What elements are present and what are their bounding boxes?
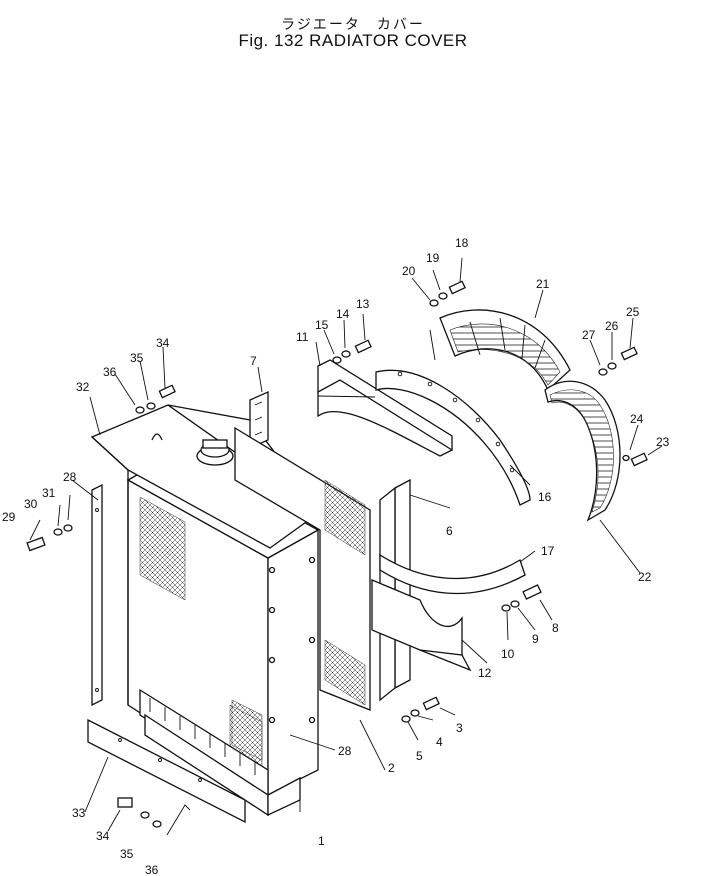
fan-guard-lower [544, 380, 621, 522]
mesh-screen [231, 426, 371, 761]
label-20: 20 [402, 264, 416, 278]
label-4: 4 [436, 735, 443, 749]
label-28-bottom: 28 [338, 744, 352, 758]
label-28-left: 28 [63, 470, 77, 484]
bottom-bar-33 [87, 718, 246, 824]
label-30: 30 [24, 497, 38, 511]
side-bar-28 [91, 483, 103, 707]
label-35-top: 35 [130, 351, 144, 365]
radiator-rivets [268, 556, 316, 724]
label-22: 22 [638, 570, 652, 584]
lower-fan-shroud [371, 553, 526, 672]
label-15: 15 [315, 318, 329, 332]
label-29: 29 [2, 510, 16, 524]
label-24: 24 [630, 412, 644, 426]
label-1: 1 [318, 834, 325, 848]
label-2: 2 [388, 761, 395, 775]
label-14: 14 [336, 307, 350, 321]
label-16: 16 [538, 490, 552, 504]
label-32: 32 [76, 380, 90, 394]
label-31: 31 [42, 486, 56, 500]
part-labels: 1 2 3 4 5 6 7 8 9 10 11 12 13 14 15 16 1… [2, 236, 670, 876]
label-27: 27 [582, 328, 596, 342]
figure-title-japanese: ラジエータ カバー [281, 17, 425, 33]
label-17: 17 [541, 544, 555, 558]
label-34-top: 34 [156, 336, 170, 350]
fan-guard-upper [439, 309, 571, 392]
figure-title: Fig. 132 RADIATOR COVER [238, 31, 468, 50]
label-26: 26 [605, 319, 619, 333]
label-25: 25 [626, 305, 640, 319]
label-34-bottom: 34 [96, 829, 110, 843]
label-7: 7 [250, 354, 257, 368]
label-3: 3 [456, 721, 463, 735]
label-12: 12 [478, 666, 492, 680]
label-6: 6 [446, 524, 453, 538]
label-13: 13 [356, 297, 370, 311]
fasteners [26, 280, 648, 828]
label-10: 10 [501, 647, 515, 661]
label-21: 21 [536, 277, 550, 291]
label-33: 33 [72, 806, 86, 820]
label-18: 18 [455, 236, 469, 250]
label-8: 8 [552, 621, 559, 635]
label-35-bottom: 35 [120, 847, 134, 861]
label-11: 11 [296, 330, 309, 344]
upper-fan-shroud [317, 359, 531, 506]
label-23: 23 [656, 435, 670, 449]
leader-lines [29, 257, 663, 836]
label-36-top: 36 [103, 365, 117, 379]
label-9: 9 [532, 632, 539, 646]
label-5: 5 [416, 749, 423, 763]
side-plate-7 [249, 390, 269, 450]
label-36-bottom: 36 [145, 863, 159, 876]
label-19: 19 [426, 251, 440, 265]
